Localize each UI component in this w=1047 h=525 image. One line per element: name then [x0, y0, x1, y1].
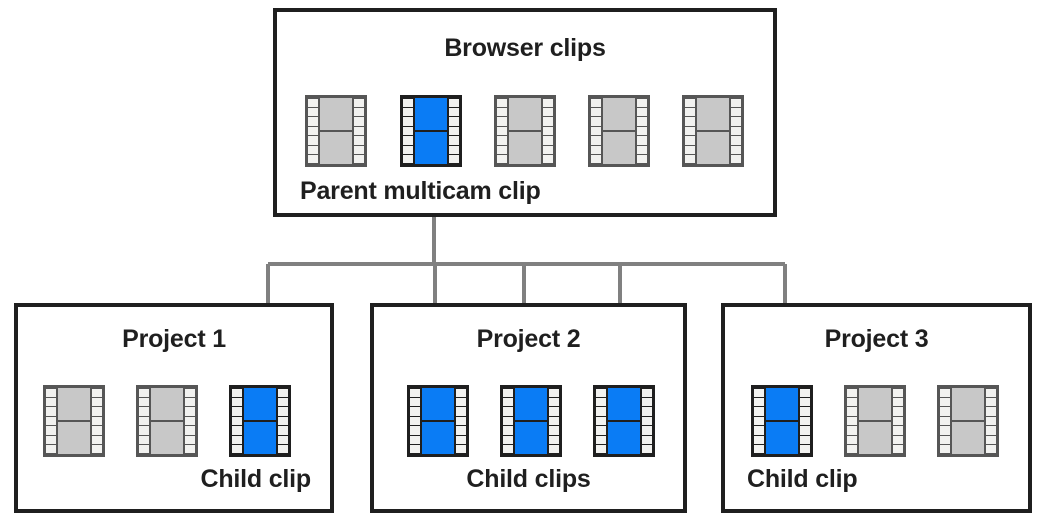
browser-clips-panel: Browser clips Parent multicam clip — [273, 8, 777, 217]
film-frames — [765, 387, 799, 455]
project-3-clip-1[interactable] — [751, 385, 813, 457]
film-perforations-left — [402, 97, 414, 165]
project-3-caption: Child clip — [747, 465, 858, 493]
project-2-caption: Child clips — [466, 465, 591, 493]
film-perforations-left — [502, 387, 514, 455]
film-perforations-left — [496, 97, 508, 165]
project-1-caption: Child clip — [200, 465, 311, 493]
film-frames — [243, 387, 277, 455]
project-1-clip-2[interactable] — [136, 385, 198, 457]
film-perforations-left — [753, 387, 765, 455]
film-perforations-right — [184, 387, 196, 455]
project-1-panel: Project 1 Child clip — [14, 303, 334, 513]
film-perforations-right — [448, 97, 460, 165]
project-2-clip-1[interactable] — [407, 385, 469, 457]
project-2-clip-3[interactable] — [593, 385, 655, 457]
film-perforations-right — [548, 387, 560, 455]
film-perforations-right — [985, 387, 997, 455]
project-1-title: Project 1 — [122, 325, 226, 353]
film-frames — [514, 387, 548, 455]
browser-clip-5[interactable] — [682, 95, 744, 167]
film-frames — [508, 97, 542, 165]
film-perforations-right — [455, 387, 467, 455]
film-frames — [602, 97, 636, 165]
project-1-clip-3[interactable] — [229, 385, 291, 457]
film-perforations-left — [231, 387, 243, 455]
film-perforations-right — [91, 387, 103, 455]
project-3-clip-3[interactable] — [937, 385, 999, 457]
film-frames — [858, 387, 892, 455]
film-perforations-right — [542, 97, 554, 165]
project-3-title: Project 3 — [824, 325, 929, 353]
film-perforations-right — [730, 97, 742, 165]
film-perforations-left — [138, 387, 150, 455]
film-perforations-left — [939, 387, 951, 455]
project-2-title: Project 2 — [476, 325, 581, 353]
film-perforations-right — [636, 97, 648, 165]
project-2-panel: Project 2 Child clips — [370, 303, 687, 513]
browser-clip-1[interactable] — [305, 95, 367, 167]
project-2-clip-2[interactable] — [500, 385, 562, 457]
film-perforations-right — [353, 97, 365, 165]
film-frames — [414, 97, 448, 165]
browser-panel-title: Browser clips — [444, 34, 606, 62]
film-frames — [951, 387, 985, 455]
film-frames — [696, 97, 730, 165]
film-frames — [421, 387, 455, 455]
browser-clip-4[interactable] — [588, 95, 650, 167]
project-3-clip-2[interactable] — [844, 385, 906, 457]
film-perforations-right — [641, 387, 653, 455]
film-frames — [57, 387, 91, 455]
film-frames — [607, 387, 641, 455]
film-perforations-right — [892, 387, 904, 455]
browser-clip-3[interactable] — [494, 95, 556, 167]
film-perforations-left — [595, 387, 607, 455]
film-perforations-right — [277, 387, 289, 455]
project-1-clip-1[interactable] — [43, 385, 105, 457]
film-perforations-left — [307, 97, 319, 165]
project-3-panel: Project 3 Child clip — [721, 303, 1032, 513]
parent-multicam-clip-caption: Parent multicam clip — [300, 177, 541, 205]
film-frames — [319, 97, 353, 165]
parent-multicam-clip[interactable] — [400, 95, 462, 167]
film-perforations-right — [799, 387, 811, 455]
film-perforations-left — [409, 387, 421, 455]
film-perforations-left — [684, 97, 696, 165]
film-frames — [150, 387, 184, 455]
film-perforations-left — [590, 97, 602, 165]
film-perforations-left — [45, 387, 57, 455]
film-perforations-left — [846, 387, 858, 455]
